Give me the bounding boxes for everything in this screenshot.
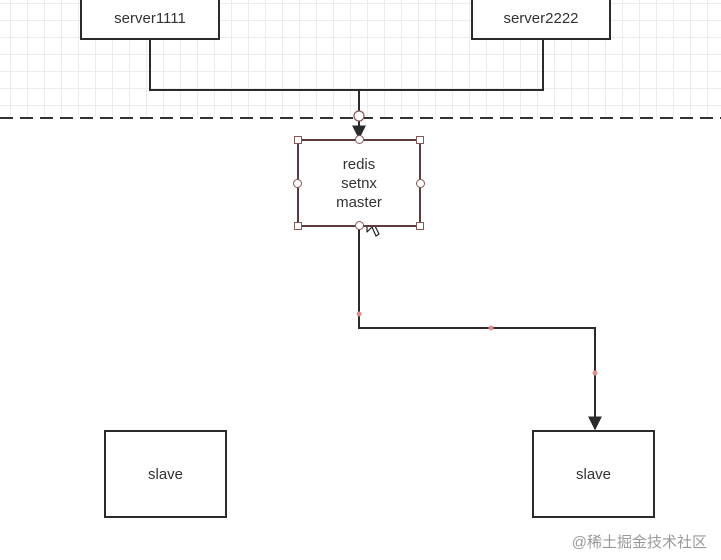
server1-node[interactable]: server1111 [80,0,220,40]
connection-point-top[interactable] [355,135,364,144]
waypoint-handle[interactable] [488,325,494,331]
server1-label: server1111 [114,9,186,27]
connection-point-right[interactable] [416,179,425,188]
waypoint-handle[interactable] [356,311,362,317]
waypoint-handle[interactable] [592,370,598,376]
servers-bus-connector[interactable] [149,38,544,91]
connector-handle[interactable] [353,110,365,122]
slave-right-node[interactable]: slave [532,430,655,518]
resize-handle-bottom-right[interactable] [416,222,424,230]
connection-point-left[interactable] [293,179,302,188]
redis-label: redis setnx master [336,155,382,211]
server2-label: server2222 [503,9,579,27]
resize-handle-top-left[interactable] [294,136,302,144]
resize-handle-bottom-left[interactable] [294,222,302,230]
watermark-text: @稀土掘金技术社区 [571,534,707,551]
slave-left-node[interactable]: slave [104,430,227,518]
slave-right-label: slave [575,465,612,483]
server2-node[interactable]: server2222 [471,0,611,40]
redis-master-node[interactable]: redis setnx master [297,139,421,227]
connection-point-bottom[interactable] [355,221,364,230]
slave-left-label: slave [147,465,184,483]
resize-handle-top-right[interactable] [416,136,424,144]
redis-to-slave-arrow[interactable] [358,226,602,431]
